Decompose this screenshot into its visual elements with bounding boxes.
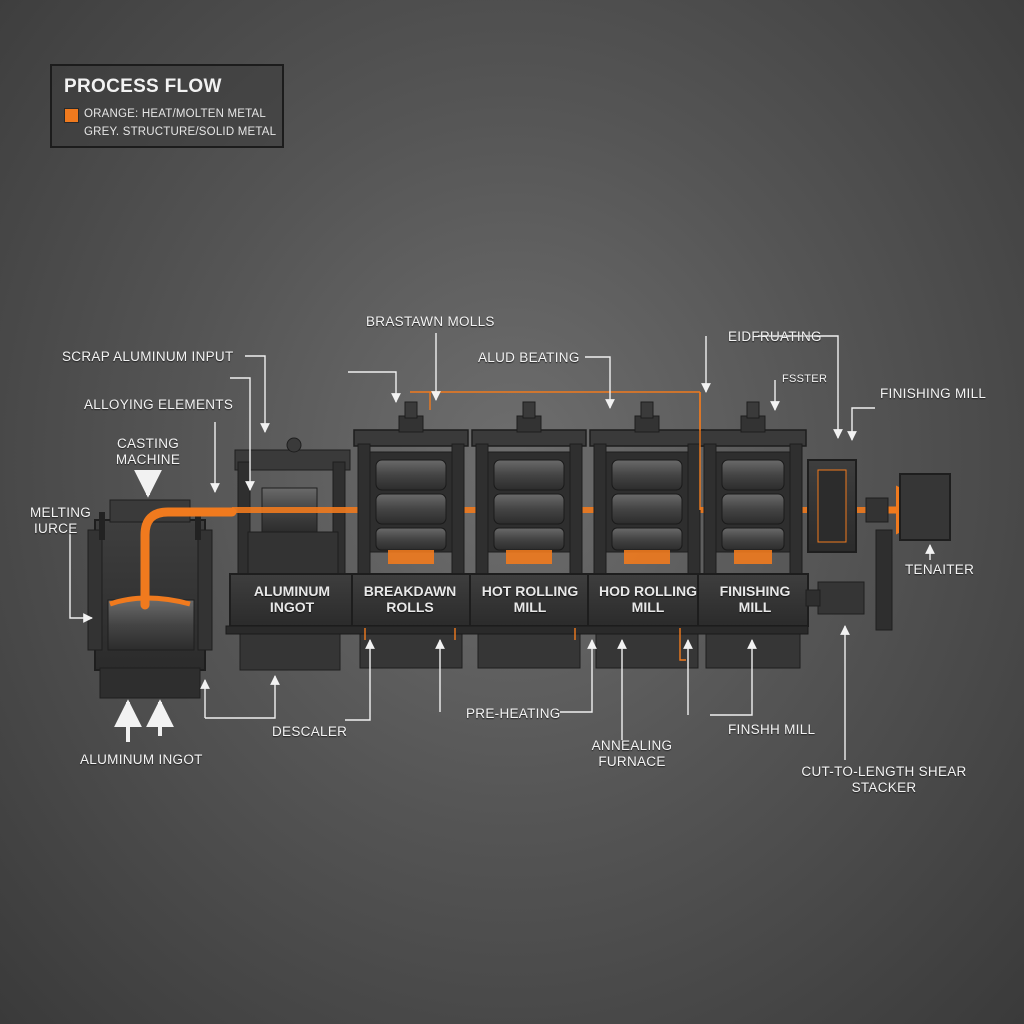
label-cut-line2: STACKER (851, 780, 917, 795)
label-cut-to-length-shear: CUT-TO-LENGTH SHEAR STACKER (796, 764, 972, 796)
legend-box: PROCESS FLOW ORANGE: HEAT/MOLTEN METAL G… (50, 64, 284, 148)
tenaiter-box (899, 473, 951, 541)
machine-label-ingot-line1: ALUMINUM (253, 583, 331, 599)
callout-lines (69, 333, 935, 760)
label-aluminum-ingot-input: ALUMINUM INGOT (80, 752, 203, 767)
legend-orange-row: ORANGE: HEAT/MOLTEN METAL (84, 108, 266, 120)
label-annealing-line1: ANNEALING (591, 738, 673, 753)
label-casting-line1: CASTING (116, 436, 180, 451)
machine-label-hot-rolling: HOT ROLLING MILL (472, 583, 588, 615)
label-alloying-elements: ALLOYING ELEMENTS (84, 397, 234, 412)
legend-grey-row: GREY. STRUCTURE/SOLID METAL (84, 126, 277, 138)
machine-label-ingot: ALUMINUM INGOT (236, 583, 348, 615)
machine-label-hod-rolling-line2: MILL (631, 599, 665, 615)
shear-unit (805, 459, 893, 631)
label-finishing-mill-top: FINISHING MILL (880, 386, 987, 401)
machine-label-breakdown-line2: ROLLS (386, 599, 434, 615)
melting-furnace (87, 499, 213, 699)
mill-stand-hod-rolling (587, 401, 707, 669)
label-annealing-line2: FURNACE (598, 754, 666, 769)
label-casting-machine: CASTING MACHINE (108, 436, 188, 468)
machine-label-breakdown: BREAKDAWN ROLLS (354, 583, 466, 615)
label-descaler: DESCALER (272, 724, 348, 739)
label-melting-line2: IURCE (34, 521, 78, 536)
label-scrap-aluminum-input: SCRAP ALUMINUM INPUT (62, 349, 234, 364)
machine-label-hod-rolling-line1: HOD ROLLING (599, 583, 697, 599)
label-finshh-mill: FINSHH MILL (728, 722, 816, 737)
legend-orange-swatch (64, 108, 79, 123)
label-eidfruating: EIDFRUATING (728, 329, 822, 344)
mill-stand-breakdown (351, 401, 471, 669)
mill-stands (225, 401, 809, 669)
machine-label-hod-rolling: HOD ROLLING MILL (590, 583, 706, 615)
ingot-machine (229, 437, 353, 671)
label-brastawn-molls: BRASTAWN MOLLS (366, 314, 495, 329)
machine-label-finishing: FINISHING MILL (700, 583, 810, 615)
heat-callouts (364, 392, 701, 661)
machine-label-hot-rolling-line1: HOT ROLLING (481, 583, 579, 599)
label-fsster: FSSTER (782, 373, 828, 385)
label-annealing-furnace: ANNEALING FURNACE (582, 738, 682, 770)
label-tenaiter: TENAITER (905, 562, 975, 577)
label-casting-line2: MACHINE (115, 452, 181, 467)
machine-label-hot-rolling-line2: MILL (513, 599, 547, 615)
machine-label-ingot-line2: INGOT (269, 599, 315, 615)
label-alud-beating: ALUD BEATING (478, 350, 580, 365)
label-pre-heating: PRE-HEATING (466, 706, 561, 721)
molten-metal-flow (109, 507, 237, 610)
machine-label-finishing-line2: MILL (738, 599, 772, 615)
machine-label-breakdown-line1: BREAKDAWN (363, 583, 457, 599)
machine-label-finishing-line1: FINISHING (719, 583, 791, 599)
label-melting-line1: MELTING (30, 505, 92, 520)
label-melting-furnace: MELTING IURCE (30, 505, 91, 537)
legend-title: PROCESS FLOW (64, 76, 222, 97)
mill-stand-finishing (697, 401, 809, 669)
base-rail (225, 625, 809, 635)
label-cut-line1: CUT-TO-LENGTH SHEAR (801, 764, 967, 779)
